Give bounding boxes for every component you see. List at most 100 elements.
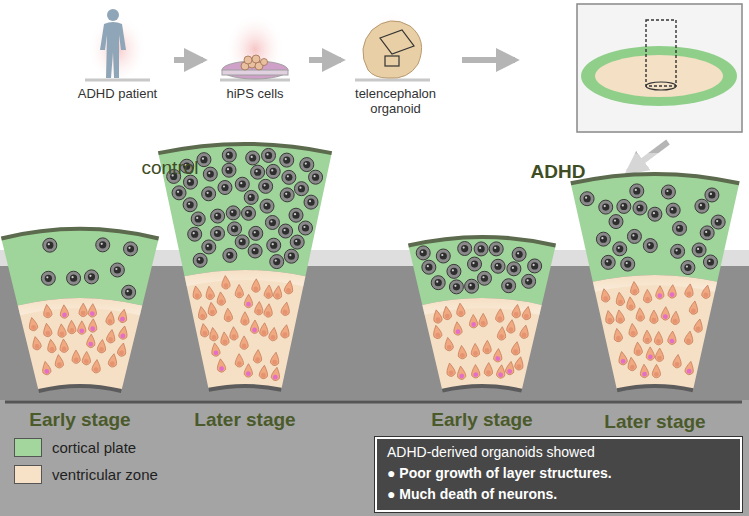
progenitor-cell: [42, 323, 52, 338]
neuron: [267, 238, 281, 252]
progenitor-cell: [207, 302, 217, 316]
progenitor-cell: [59, 339, 68, 353]
neuron: [249, 226, 263, 240]
organoid-sector: [0, 208, 164, 393]
neuron: [436, 249, 450, 263]
progenitor-cell: [60, 305, 69, 319]
legend-label: ventricular zone: [52, 466, 158, 483]
neuron: [197, 153, 211, 167]
neuron: [246, 151, 260, 165]
progenitor-cell: [253, 349, 262, 363]
progenitor-cell: [684, 283, 694, 297]
neuron: [262, 148, 276, 162]
neuron: [183, 198, 197, 212]
progenitor-cell: [640, 364, 649, 378]
progenitor-cell: [656, 286, 665, 300]
progenitor-cell: [88, 303, 97, 317]
progenitor-cell: [235, 284, 244, 298]
progenitor-cell: [511, 341, 521, 356]
progenitor-cell: [67, 320, 76, 334]
progenitor-cell: [220, 332, 230, 346]
neuron: [458, 242, 472, 256]
group-title: control: [141, 157, 198, 179]
neuron: [613, 242, 627, 256]
progenitor-cell: [643, 330, 652, 344]
organoid: [363, 21, 422, 78]
neuron: [661, 185, 675, 199]
neuron: [711, 215, 725, 229]
neuron: [266, 164, 280, 178]
organoid-sector: [566, 153, 744, 392]
progenitor-cell: [600, 288, 611, 303]
progenitor-cell: [117, 342, 128, 357]
progenitor-cell: [652, 364, 660, 378]
progenitor-cell: [106, 329, 116, 344]
neuron: [223, 248, 237, 262]
neuron: [468, 257, 482, 271]
progenitor-cell: [667, 331, 676, 345]
neuron: [67, 271, 81, 285]
neuron: [188, 227, 202, 241]
step-label: ADHD patient: [75, 86, 161, 101]
progenitor-cell: [57, 324, 66, 338]
neuron: [244, 190, 258, 204]
process-arrow: [462, 57, 515, 63]
neuron: [265, 215, 279, 229]
neuron: [601, 255, 615, 269]
neuron: [507, 262, 521, 276]
neuron: [218, 181, 232, 195]
neuron: [671, 244, 685, 258]
progenitor-cell: [471, 364, 480, 378]
neuron: [110, 263, 124, 277]
neuron: [621, 257, 635, 271]
progenitor-cell: [627, 357, 637, 371]
section-ring: [581, 46, 737, 106]
step-node: ADHD patient: [65, 0, 170, 122]
base-line: [85, 79, 150, 82]
neuron: [228, 222, 242, 236]
progenitor-cell: [633, 342, 642, 356]
progenitor-cell: [496, 364, 506, 378]
process-arrow: [174, 57, 203, 63]
progenitor-cell: [97, 339, 107, 353]
progenitor-cell: [643, 289, 652, 303]
process-arrow: [309, 57, 341, 63]
legend-swatch: [14, 465, 42, 484]
neuron: [172, 186, 186, 200]
glow: [362, 2, 422, 78]
inner-edge: [617, 384, 694, 392]
progenitor-cell: [118, 309, 129, 324]
neuron: [124, 242, 138, 256]
progenitor-cell: [259, 365, 269, 379]
neuron: [692, 243, 706, 257]
legend-entry: cortical plate: [14, 438, 136, 457]
summary-point: ● Poor growth of layer structures.: [387, 463, 730, 484]
progenitor-cell: [284, 280, 294, 295]
neuron: [260, 199, 274, 213]
neuron: [695, 199, 709, 213]
progenitor-cell: [636, 308, 645, 322]
neuron: [422, 260, 436, 274]
inner-edge: [208, 384, 281, 392]
neuron: [96, 238, 110, 252]
progenitor-cell: [208, 327, 218, 342]
progenitor-cell: [479, 313, 487, 327]
neuron: [242, 206, 256, 220]
neuron: [191, 212, 205, 226]
ventricular-zone: [593, 275, 717, 389]
neuron: [226, 206, 240, 220]
neuron: [522, 274, 536, 288]
neuron: [627, 229, 641, 243]
summary-point: ● Much death of neurons.: [387, 484, 730, 505]
progenitor-cell: [604, 310, 615, 325]
ventricular-zone: [422, 298, 541, 390]
progenitor-cell: [221, 275, 230, 289]
progenitor-cell: [514, 356, 525, 371]
legend-entry: ventricular zone: [14, 465, 158, 484]
cortical-plate: [571, 175, 739, 282]
progenitor-cell: [264, 285, 273, 299]
neuron: [474, 242, 488, 256]
progenitor-cell: [615, 309, 625, 324]
section-cut: [380, 30, 414, 54]
culture-dish: [222, 70, 288, 75]
